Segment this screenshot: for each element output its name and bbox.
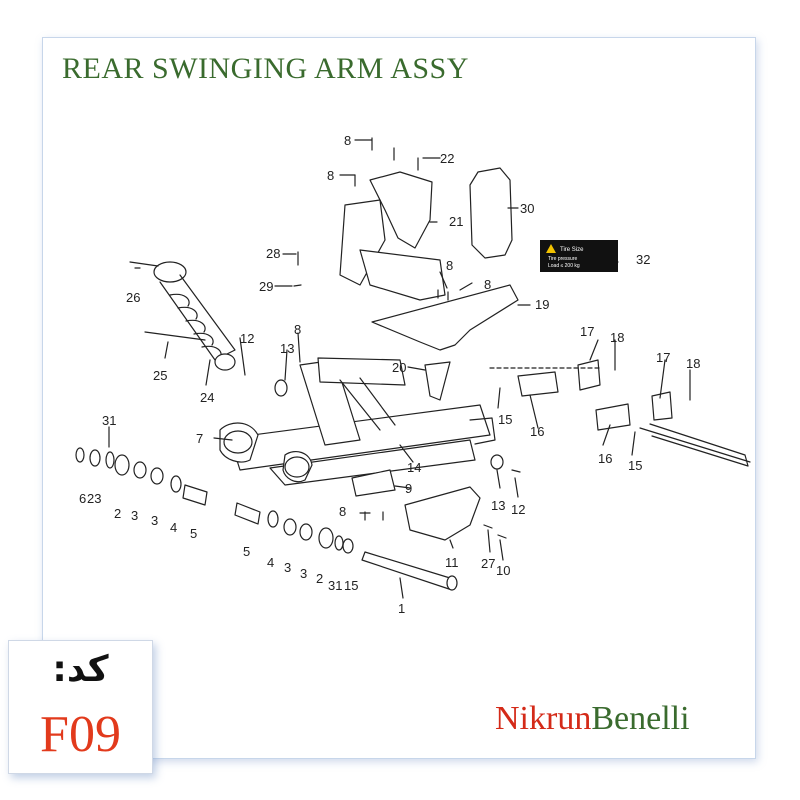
callout-5a: 5 — [190, 526, 197, 541]
callout-20: 20 — [392, 360, 406, 375]
part-code-box: کد: F09 — [8, 640, 153, 774]
callout-21: 21 — [449, 214, 463, 229]
callout-3b: 3 — [151, 513, 158, 528]
chain-guide — [404, 486, 481, 541]
swing-arm — [219, 357, 496, 486]
part-callouts: 8 8 22 30 21 28 29 8 8 32 26 19 12 8 13 … — [79, 133, 700, 616]
chain-slider — [351, 469, 396, 497]
code-label: کد: — [52, 649, 109, 690]
callout-19: 19 — [535, 297, 549, 312]
callout-8a: 8 — [344, 133, 351, 148]
sticker-line1: Tire Size — [560, 247, 584, 253]
callout-4b: 4 — [267, 555, 274, 570]
callout-15c: 15 — [344, 578, 358, 593]
chain-guard-upper — [339, 171, 446, 301]
sticker-line2: Tire pressure — [548, 256, 577, 262]
callout-6: 6 — [79, 491, 86, 506]
callout-30: 30 — [520, 201, 534, 216]
pivot-bearings — [75, 447, 354, 554]
callout-16b: 16 — [598, 451, 612, 466]
callout-18b: 18 — [686, 356, 700, 371]
mud-flap — [469, 167, 513, 259]
callout-3d: 3 — [300, 566, 307, 581]
callout-8d: 8 — [484, 277, 491, 292]
callout-2a: 2 — [114, 506, 121, 521]
brand-logo: NikrunBenelli — [495, 700, 690, 738]
chain-adjuster-right — [517, 371, 559, 397]
callout-32: 32 — [636, 252, 650, 267]
callout-5b: 5 — [243, 544, 250, 559]
callout-13b: 13 — [491, 498, 505, 513]
callout-17b: 17 — [656, 350, 670, 365]
callout-11: 11 — [445, 555, 459, 570]
callout-8b: 8 — [327, 168, 334, 183]
callout-9: 9 — [405, 481, 412, 496]
callout-2b: 2 — [316, 571, 323, 586]
callout-29: 29 — [259, 279, 273, 294]
callout-17a: 17 — [580, 324, 594, 339]
callout-7: 7 — [196, 431, 203, 446]
callout-24: 24 — [200, 390, 214, 405]
chain-cover — [371, 284, 519, 351]
callout-8f: 8 — [339, 504, 346, 519]
callout-28: 28 — [266, 246, 280, 261]
callout-3a: 3 — [131, 508, 138, 523]
chain-adjuster-left — [595, 403, 631, 431]
callout-12a: 12 — [240, 331, 254, 346]
callout-23: 23 — [87, 491, 101, 506]
callout-31b: 31 — [328, 578, 342, 593]
brand-part1: Nikrun — [495, 700, 592, 737]
callout-10: 10 — [496, 563, 510, 578]
code-value: F09 — [40, 706, 121, 763]
callout-1: 1 — [398, 601, 405, 616]
callout-18a: 18 — [610, 330, 624, 345]
callout-16a: 16 — [530, 424, 544, 439]
callout-27: 27 — [481, 556, 495, 571]
brand-part2: Benelli — [591, 700, 690, 737]
sticker-line3: Load ≤ 200 kg — [548, 263, 580, 269]
callout-25: 25 — [153, 368, 167, 383]
content-frame — [42, 37, 756, 759]
diagram-title: REAR SWINGING ARM ASSY — [62, 52, 469, 85]
callout-15a: 15 — [498, 412, 512, 427]
callout-8e: 8 — [294, 322, 301, 337]
rear-shock-absorber — [129, 261, 236, 371]
callout-14: 14 — [407, 460, 421, 475]
callout-15b: 15 — [628, 458, 642, 473]
callout-12b: 12 — [511, 502, 525, 517]
callout-31a: 31 — [102, 413, 116, 428]
callout-26: 26 — [126, 290, 140, 305]
callout-22: 22 — [440, 151, 454, 166]
callout-4a: 4 — [170, 520, 177, 535]
bracket — [424, 361, 451, 401]
pivot-axle — [361, 551, 453, 591]
warning-sticker: Tire Size Tire pressure Load ≤ 200 kg — [540, 240, 618, 272]
axle-block-right — [577, 359, 601, 391]
axle-block-left — [651, 391, 673, 421]
callout-8c: 8 — [446, 258, 453, 273]
callout-13a: 13 — [280, 341, 294, 356]
callout-3c: 3 — [284, 560, 291, 575]
